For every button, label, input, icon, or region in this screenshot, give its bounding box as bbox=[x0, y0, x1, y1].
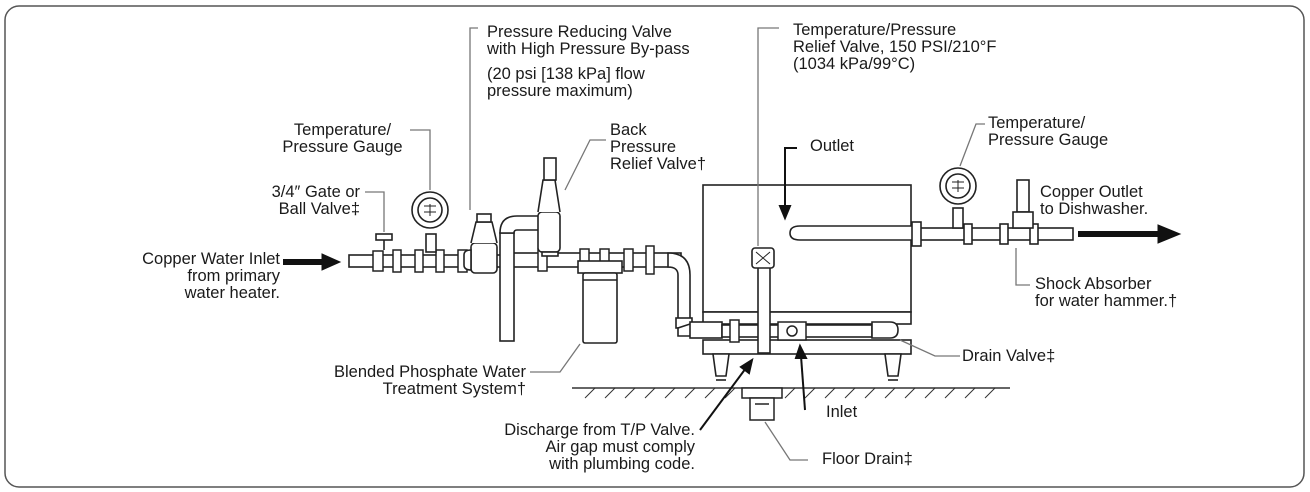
label-prv: Pressure Reducing Valve with High Pressu… bbox=[487, 23, 690, 58]
label-copper-outlet: Copper Outlet to Dishwasher. bbox=[1040, 183, 1149, 218]
label-phosphate: Blended Phosphate Water Treatment System… bbox=[333, 363, 526, 398]
tank-inlet-fitting bbox=[777, 321, 807, 341]
booster-heater bbox=[702, 184, 912, 381]
label-right-gauge: Temperature/ Pressure Gauge bbox=[988, 114, 1109, 149]
flow-arrows bbox=[283, 224, 1182, 271]
pointer-arrows bbox=[699, 147, 808, 431]
pipe-fittings bbox=[372, 245, 740, 343]
pressure-reducing-valve bbox=[463, 213, 498, 274]
label-drain-valve: Drain Valve‡ bbox=[962, 347, 1056, 365]
floor bbox=[572, 387, 1010, 399]
label-tp-relief: Temperature/Pressure Relief Valve, 150 P… bbox=[793, 21, 997, 73]
water-treatment-filter bbox=[577, 260, 623, 344]
label-outlet: Outlet bbox=[810, 137, 855, 155]
outlet-pipe bbox=[789, 221, 1074, 247]
floor-drain bbox=[741, 387, 783, 421]
leader-lines bbox=[365, 27, 1030, 461]
label-inlet: Inlet bbox=[826, 403, 858, 421]
label-back-pressure: Back Pressure Relief Valve† bbox=[610, 121, 706, 173]
right-pressure-gauge bbox=[939, 167, 977, 229]
back-pressure-relief-valve bbox=[499, 157, 561, 342]
label-discharge: Discharge from T/P Valve. Air gap must c… bbox=[504, 421, 695, 473]
label-left-gauge: Temperature/ Pressure Gauge bbox=[282, 121, 403, 156]
label-gate-valve: 3/4″ Gate or Ball Valve‡ bbox=[271, 183, 360, 218]
label-shock-absorber: Shock Absorber for water hammer.† bbox=[1035, 275, 1178, 310]
shock-absorber bbox=[1012, 179, 1034, 229]
tp-relief-valve bbox=[751, 247, 775, 354]
label-prv-note: (20 psi [138 kPa] flow pressure maximum) bbox=[487, 65, 645, 100]
gate-valve bbox=[375, 233, 393, 250]
left-pressure-gauge bbox=[411, 191, 449, 253]
label-copper-inlet: Copper Water Inlet from primary water he… bbox=[142, 250, 280, 302]
diagram-frame bbox=[4, 5, 1305, 488]
label-floor-drain: Floor Drain‡ bbox=[822, 450, 913, 468]
